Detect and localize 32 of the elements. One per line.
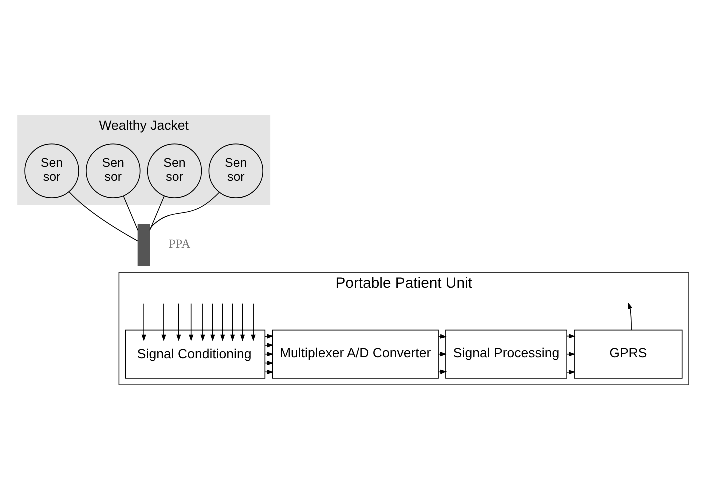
node-bar: [138, 224, 150, 266]
arrow: [142, 303, 146, 342]
node-circle: Sen sor: [86, 144, 141, 198]
node-box: Signal Processing: [446, 330, 568, 379]
arrow: [264, 343, 274, 348]
node-box: Signal Conditioning: [125, 330, 266, 379]
connector: [150, 196, 165, 232]
node-circle: Sen sor: [147, 144, 202, 198]
connector: [150, 192, 220, 230]
arrow: [264, 334, 274, 339]
arrow: [176, 303, 182, 342]
arrow: [438, 334, 448, 339]
connector: [123, 196, 139, 232]
arrow: [240, 303, 246, 342]
arrow: [200, 303, 206, 342]
arrow: [438, 352, 448, 357]
arrow: [210, 303, 216, 342]
node-circle: Sen sor: [24, 144, 80, 198]
node-box: Multiplexer A/D Converter: [272, 330, 439, 379]
connector: [69, 192, 138, 242]
node-box: GPRS: [574, 330, 683, 379]
arrow: [251, 303, 256, 342]
arrow: [189, 303, 194, 342]
arrow: [566, 352, 576, 357]
arrow: [162, 303, 166, 342]
arrow: [264, 352, 274, 357]
node-label: PPA: [168, 237, 191, 252]
arrow: [628, 302, 633, 330]
arrow: [566, 370, 576, 375]
arrow: [220, 303, 226, 342]
arrow: [230, 303, 236, 342]
node-circle: Sen sor: [208, 144, 264, 198]
